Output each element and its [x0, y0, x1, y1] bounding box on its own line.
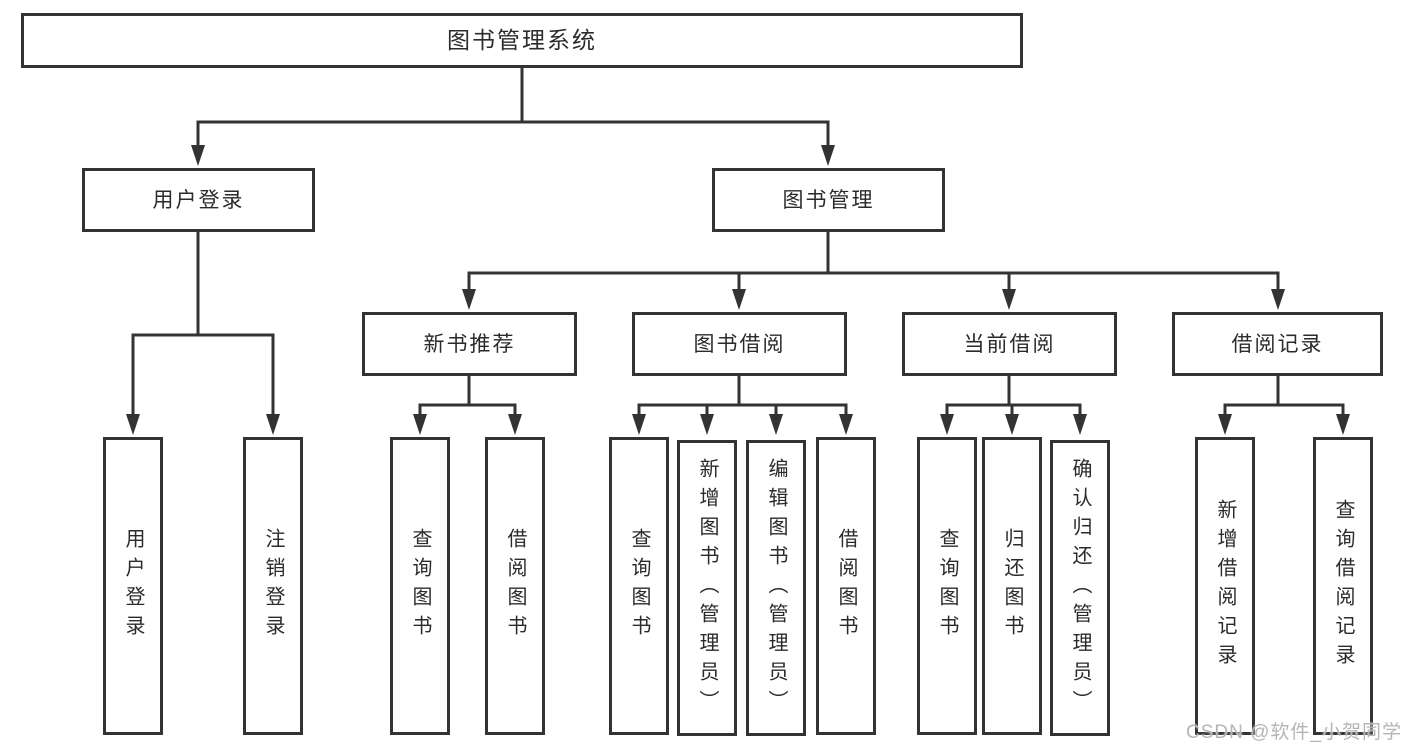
- leaf-user-login: 用户登录: [103, 437, 163, 735]
- leaf-bb-add-books-admin: 新增图书（管理员）: [677, 440, 737, 736]
- node-current-borrowing: 当前借阅: [902, 312, 1117, 376]
- leaf-br-query-record: 查询借阅记录: [1313, 437, 1373, 735]
- leaf-br-add-record: 新增借阅记录: [1195, 437, 1255, 735]
- leaf-cb-confirm-return-admin: 确认归还（管理员）: [1050, 440, 1110, 736]
- leaf-cb-return-books: 归还图书: [982, 437, 1042, 735]
- csdn-watermark: CSDN @软件_小贺同学: [1186, 722, 1402, 743]
- node-book-management: 图书管理: [712, 168, 945, 232]
- leaf-logout: 注销登录: [243, 437, 303, 735]
- leaf-bb-edit-books-admin: 编辑图书（管理员）: [746, 440, 806, 736]
- leaf-cb-query-books: 查询图书: [917, 437, 977, 735]
- node-library-system: 图书管理系统: [21, 13, 1023, 68]
- node-book-borrowing: 图书借阅: [632, 312, 847, 376]
- node-user-login: 用户登录: [82, 168, 315, 232]
- leaf-nbr-query-books: 查询图书: [390, 437, 450, 735]
- leaf-bb-borrow-books: 借阅图书: [816, 437, 876, 735]
- node-new-book-recommend: 新书推荐: [362, 312, 577, 376]
- leaf-nbr-borrow-books: 借阅图书: [485, 437, 545, 735]
- node-borrow-records: 借阅记录: [1172, 312, 1383, 376]
- leaf-bb-query-books: 查询图书: [609, 437, 669, 735]
